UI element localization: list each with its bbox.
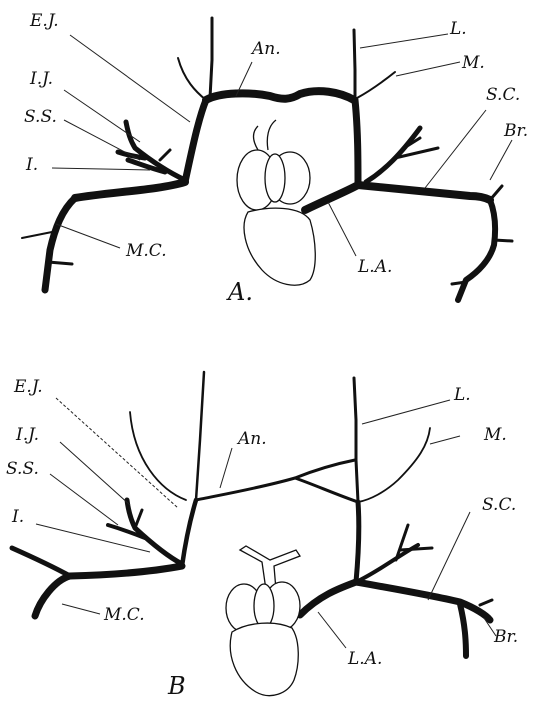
label-b-ss: S.S.	[6, 459, 39, 479]
label-b-m: M.	[483, 425, 507, 445]
label-b-ij: I.J.	[15, 425, 39, 445]
label-a-m: M.	[461, 53, 485, 73]
label-a-an: An.	[250, 39, 281, 59]
panel-b-heart	[226, 546, 300, 696]
label-b-br: Br.	[493, 627, 518, 647]
panel-b-letter: B	[167, 672, 186, 700]
label-a-ij: I.J.	[29, 69, 53, 89]
label-a-la: L.A.	[357, 257, 392, 277]
panel-a-heart	[237, 120, 315, 285]
panel-a: E.J. An. L. M. I.J. S.S. I. S.C. Br. M.C…	[22, 11, 528, 306]
label-b-ej: E.J.	[13, 377, 43, 397]
label-a-ej: E.J.	[29, 11, 59, 31]
label-b-l: L.	[453, 385, 471, 405]
label-b-la: L.A.	[347, 649, 382, 669]
label-a-ss: S.S.	[24, 107, 57, 127]
label-b-sc: S.C.	[482, 495, 516, 515]
label-a-i: I.	[25, 155, 38, 175]
label-b-i: I.	[11, 507, 24, 527]
panel-b: E.J. An. L. M. I.J. S.S. I. S.C. Br. M.C…	[6, 372, 518, 700]
label-a-l: L.	[449, 19, 467, 39]
panel-a-letter: A.	[226, 278, 253, 306]
label-b-an: An.	[236, 429, 267, 449]
label-a-br: Br.	[503, 121, 528, 141]
label-b-mc: M.C.	[103, 605, 145, 625]
label-a-mc: M.C.	[125, 241, 167, 261]
label-a-sc: S.C.	[486, 85, 520, 105]
